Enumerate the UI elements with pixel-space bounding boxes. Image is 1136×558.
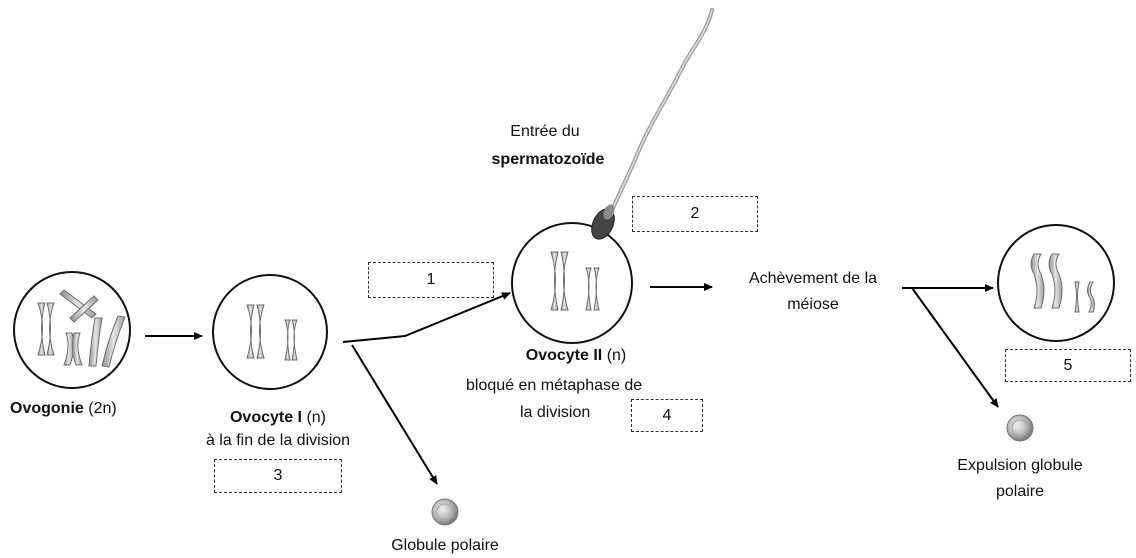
expulsion-globule-icon <box>1006 414 1034 442</box>
ovocyte1-caption: à la fin de la division <box>205 432 351 449</box>
ovocyte2-label: Ovocyte II (n) <box>496 346 656 366</box>
answer-box-4[interactable]: 4 <box>631 399 703 432</box>
globule-polaire-label: Globule polaire <box>391 537 499 554</box>
arrow-ovocyte1-to-globule <box>351 344 438 485</box>
arrow-achevement-to-globule <box>911 287 999 408</box>
answer-box-2[interactable]: 2 <box>632 196 758 232</box>
achevement-label-line1: Achèvement de la <box>748 270 878 287</box>
spermatozoon-icon <box>591 8 714 240</box>
ovogonie-ploidy: (2n) <box>88 400 117 417</box>
answer-box-5[interactable]: 5 <box>1005 349 1131 382</box>
achevement-label-line2: méiose <box>787 296 839 313</box>
expulsion-label-line1: Expulsion globule <box>957 457 1083 474</box>
ovogonie-cell <box>13 271 131 389</box>
ovocyte2-name: Ovocyte II <box>525 347 603 364</box>
ovogonie-label: Ovogonie (2n) <box>10 399 117 419</box>
ovogonie-chromosomes <box>37 289 126 368</box>
ovotide-chromosomes <box>1030 253 1095 313</box>
answer-box-3[interactable]: 3 <box>214 459 342 493</box>
ovogonie-name: Ovogonie <box>10 400 84 417</box>
ovocyte1-label: Ovocyte I (n) <box>188 408 368 428</box>
ovocyte2-cell <box>511 222 633 344</box>
globule-polaire-icon <box>431 498 459 526</box>
ovocyte1-cell <box>212 274 328 390</box>
ovocyte1-chromosomes <box>246 304 298 361</box>
arrows <box>145 283 999 485</box>
entree-label-line2: spermatozoïde <box>478 150 618 170</box>
ovocyte2-caption-line1: bloqué en métaphase de <box>466 377 643 394</box>
entree-label-line1: Entrée du <box>510 123 580 140</box>
ovocyte2-caption-line2: la division <box>520 404 591 421</box>
ovocyte2-chromosomes <box>550 251 600 311</box>
ovocyte1-name: Ovocyte I <box>229 409 302 426</box>
arrow-ovocyte1-to-ovocyte2 <box>342 292 511 343</box>
entree-label-bold: spermatozoïde <box>491 151 605 168</box>
answer-box-1[interactable]: 1 <box>368 262 494 298</box>
ovocyte2-ploidy: (n) <box>606 347 627 364</box>
expulsion-label-line2: polaire <box>995 483 1045 500</box>
ovocyte1-ploidy: (n) <box>306 409 327 426</box>
